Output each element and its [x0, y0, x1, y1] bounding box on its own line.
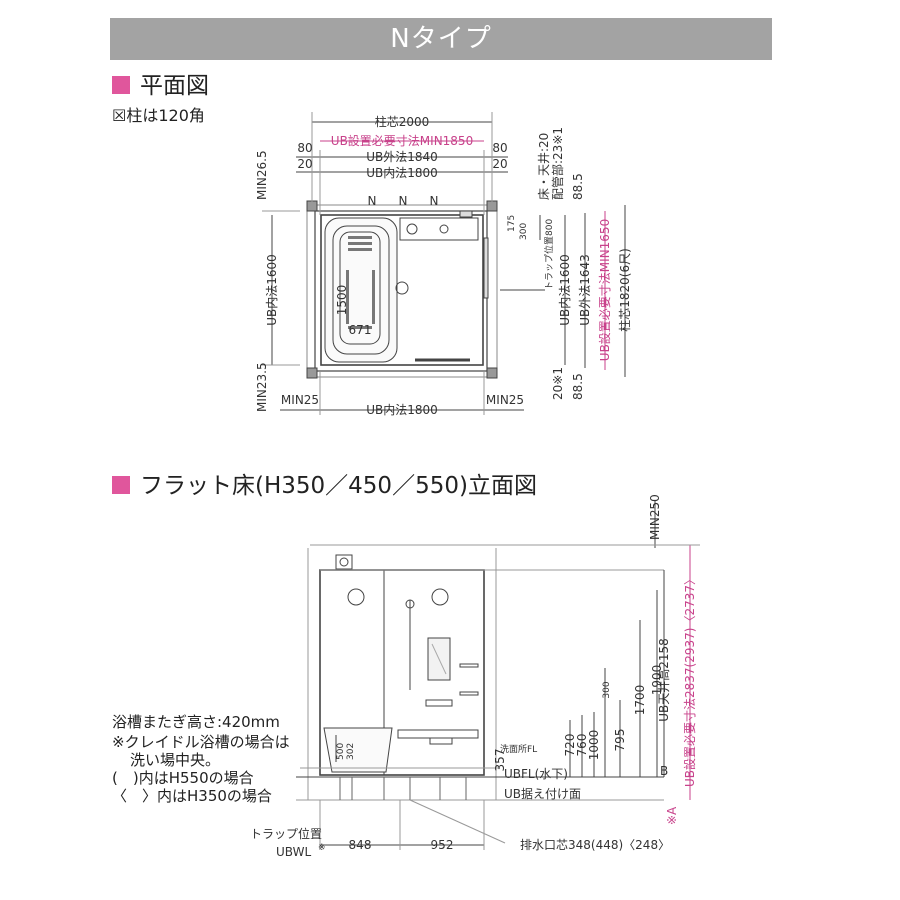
- dim-pillar-height: 柱芯1820(6尺): [617, 248, 632, 332]
- dim-1900: 1900: [650, 665, 664, 696]
- dim-min-23-5: MIN23.5: [255, 362, 269, 412]
- dim-500: 500: [336, 743, 346, 760]
- dim-ub-inner-width: UB内法1800: [366, 166, 438, 180]
- dim-floor-ceiling: 床・天井:20: [537, 133, 551, 200]
- plan-heading-text: 平面図: [140, 73, 209, 99]
- label-ub-base: UB据え付け面: [504, 787, 581, 801]
- dim-ub-outer-height: UB外法1643: [578, 254, 592, 326]
- dim-ub-required-height: UB設置必要寸法MIN1650: [597, 219, 612, 361]
- dim-pillar-width: 柱芯2000: [375, 114, 430, 129]
- dim-795: 795: [613, 729, 627, 752]
- dim-300-elev: 300: [602, 681, 612, 698]
- dim-ub-inner-height-left: UB内法1600: [265, 254, 279, 326]
- dim-ub-inner-width-bottom: UB内法1800: [366, 403, 438, 417]
- dim-302: 302: [346, 743, 356, 760]
- mark-a: ※A: [665, 806, 679, 825]
- pink-square-icon: [112, 476, 130, 494]
- elevation-note-4: ( )内はH550の場合: [112, 769, 254, 787]
- dim-ub-required-width: UB設置必要寸法MIN1850: [331, 133, 473, 148]
- dim-left-80: 80: [297, 141, 312, 155]
- type-banner: Nタイプ: [110, 18, 772, 60]
- dim-tub-671: 671: [349, 323, 372, 337]
- banner-title: Nタイプ: [390, 24, 492, 54]
- mark-n-2: N: [399, 194, 408, 208]
- mark-n-1: N: [368, 194, 377, 208]
- mark-n-3: N: [430, 194, 439, 208]
- label-drain-center: 排水口芯348(448)〈248〉: [520, 838, 670, 852]
- dim-right-80: 80: [492, 141, 507, 155]
- mark-b: B: [660, 764, 668, 778]
- dim-bottom-20: 20※1: [551, 367, 565, 400]
- dim-1000: 1000: [587, 730, 601, 761]
- dim-elev-ub-required-height: UB設置必要寸法2837(2937)〈2737〉: [682, 573, 697, 787]
- label-ubwl: UBWL: [276, 845, 311, 859]
- dim-piping: 配管部:23※1: [550, 127, 565, 200]
- pink-square-icon: [112, 76, 130, 94]
- dim-trap-pos: トラップ位置800: [543, 219, 555, 290]
- dim-top-88-5: 88.5: [571, 173, 585, 200]
- elevation-note-2: ※クレイドル浴槽の場合は: [112, 733, 290, 751]
- dim-min-26-5: MIN26.5: [255, 150, 269, 200]
- dim-357: 357: [493, 749, 507, 772]
- mark-ubwl-note: ※: [318, 843, 326, 853]
- elevation-heading: フラット床(H350／450／550)立面図: [112, 472, 537, 500]
- dim-min250: MIN250: [648, 494, 662, 540]
- elevation-note-5: 〈 〉内はH350の場合: [112, 787, 272, 805]
- dim-right-20: 20: [492, 157, 507, 171]
- dim-760: 760: [575, 734, 589, 757]
- dim-left-20: 20: [297, 157, 312, 171]
- dim-tub-1500: 1500: [335, 285, 349, 316]
- label-trap-position: トラップ位置: [250, 826, 322, 841]
- elevation-note-1: 浴槽またぎ高さ:420mm: [112, 713, 280, 731]
- dim-175: 175: [507, 215, 517, 232]
- dim-ub-outer-width: UB外法1840: [366, 150, 438, 164]
- elevation-note-3: 洗い場中央。: [130, 751, 221, 769]
- dim-ceiling-height: UB天井高2158: [656, 638, 671, 722]
- dim-bottom-88-5: 88.5: [571, 373, 585, 400]
- dim-1700: 1700: [633, 685, 647, 716]
- label-ubfl: UBFL(水下): [504, 767, 568, 781]
- elevation-heading-text: フラット床(H350／450／550)立面図: [140, 473, 537, 499]
- pillar-note: ☒柱は120角: [112, 106, 205, 125]
- dim-720: 720: [563, 734, 577, 757]
- dim-ub-inner-height: UB内法1600: [558, 254, 572, 326]
- label-wash-fl: 洗面所FL: [500, 743, 537, 755]
- dim-300: 300: [519, 223, 529, 240]
- dim-min25-left: MIN25: [281, 393, 319, 407]
- dim-952: 952: [431, 838, 454, 852]
- dim-min25-right: MIN25: [486, 393, 524, 407]
- plan-heading: 平面図: [112, 72, 209, 100]
- dim-848: 848: [349, 838, 372, 852]
